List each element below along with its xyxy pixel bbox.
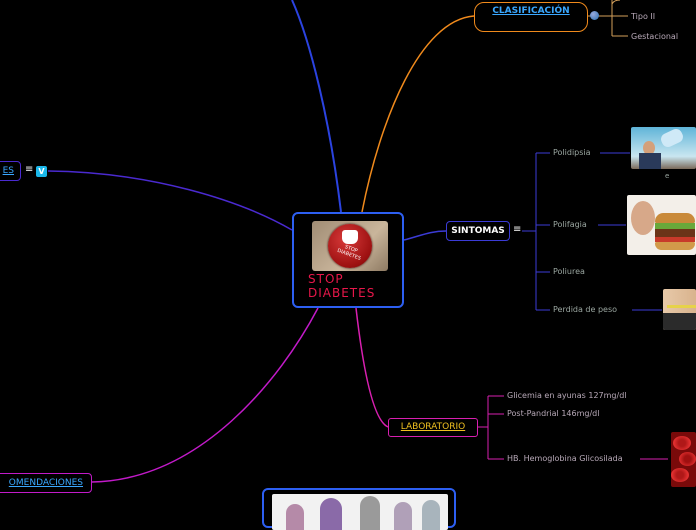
connector-left-top [47, 170, 293, 231]
laboratorio-item-hemoglobina[interactable]: HB. Hemoglobina Glicosilada [507, 454, 623, 463]
laboratorio-item-glicemia[interactable]: Glicemia en ayunas 127mg/dl [507, 391, 627, 400]
connector-left-bottom [91, 307, 319, 483]
menu-icon[interactable]: ≡ [513, 224, 522, 235]
stop-diabetes-image: STOP DIABETES [312, 221, 388, 271]
connector-sintomas [403, 230, 447, 241]
globe-icon[interactable] [590, 11, 599, 20]
clasificacion-item[interactable]: Gestacional [631, 32, 679, 41]
connector-laboratorio [355, 307, 389, 428]
connector-clasificacion [361, 15, 475, 213]
drinking-water-image [631, 127, 696, 169]
node-left-bottom-label: OMENDACIONES [8, 478, 83, 488]
menu-icon[interactable]: ≡ [25, 164, 34, 175]
central-topic[interactable]: STOP DIABETES STOP DIABETES [292, 212, 404, 308]
node-clasificacion-label: CLASIFICACIÓN [492, 6, 570, 16]
sintomas-item-perdida[interactable]: Perdida de peso [553, 305, 618, 314]
connector-sintomas-children [522, 152, 550, 311]
node-sintomas[interactable]: SINTOMAS [446, 221, 510, 241]
node-laboratorio[interactable]: LABORATORIO [388, 418, 478, 437]
image-caption: e [665, 172, 670, 180]
hungry-man-image [627, 195, 696, 255]
node-laboratorio-label: LABORATORIO [400, 422, 466, 432]
blood-cells-image [671, 432, 696, 487]
node-bottom[interactable] [262, 488, 456, 530]
connector-clasificacion-children [588, 0, 628, 37]
node-left-top[interactable]: ES [0, 161, 21, 181]
sintomas-item-polidipsia[interactable]: Polidipsia [553, 148, 591, 157]
node-left-top-label: ES [2, 166, 14, 176]
hand-icon [342, 230, 358, 244]
connector-sintomas-images [598, 152, 662, 311]
central-title: STOP DIABETES [308, 272, 376, 300]
connector-laboratorio-children [478, 395, 668, 460]
sintomas-item-polifagia[interactable]: Polifagia [553, 220, 587, 229]
sintomas-item-poliurea[interactable]: Poliurea [553, 267, 585, 276]
weight-loss-image [663, 289, 696, 330]
vimeo-icon[interactable]: V [36, 166, 47, 177]
connector-top [291, 0, 342, 213]
node-left-bottom[interactable]: OMENDACIONES [0, 473, 92, 493]
stop-badge: STOP DIABETES [328, 224, 372, 268]
node-clasificacion[interactable]: CLASIFICACIÓN [474, 2, 588, 32]
clasificacion-item[interactable]: Tipo II [631, 12, 656, 21]
node-sintomas-label: SINTOMAS [451, 226, 505, 236]
crowd-image [272, 494, 448, 530]
laboratorio-item-postpandrial[interactable]: Post-Pandrial 146mg/dl [507, 409, 600, 418]
